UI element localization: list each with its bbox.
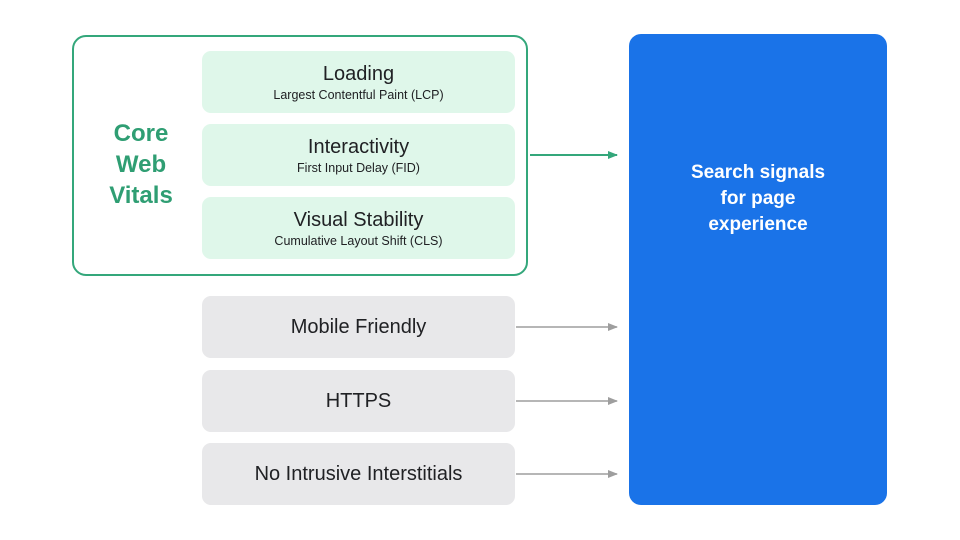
metric-title: Loading <box>322 63 395 85</box>
metric-title: Interactivity <box>307 136 410 158</box>
metric-subtitle: First Input Delay (FID) <box>297 161 420 175</box>
metric-loading: Loading Largest Contentful Paint (LCP) <box>202 51 515 113</box>
signal-https: HTTPS <box>202 370 515 432</box>
cwv-label-line: Vitals <box>109 182 173 209</box>
page-experience-box: Search signals for page experience <box>629 34 887 505</box>
signal-mobile-friendly: Mobile Friendly <box>202 296 515 358</box>
cwv-label-line: Web <box>115 151 167 178</box>
core-web-vitals-label: Core Web Vitals <box>96 118 186 211</box>
metric-title: Visual Stability <box>293 209 424 231</box>
page-experience-label: Search signals for page experience <box>690 161 826 235</box>
metric-subtitle: Cumulative Layout Shift (CLS) <box>274 234 443 248</box>
metric-subtitle: Largest Contentful Paint (LCP) <box>273 88 444 102</box>
signal-no-intrusive-interstitials: No Intrusive Interstitials <box>202 443 515 505</box>
core-web-vitals-group <box>72 35 528 276</box>
metric-visual-stability: Visual Stability Cumulative Layout Shift… <box>202 197 515 259</box>
cwv-label-line: Core <box>113 120 169 147</box>
metric-interactivity: Interactivity First Input Delay (FID) <box>202 124 515 186</box>
